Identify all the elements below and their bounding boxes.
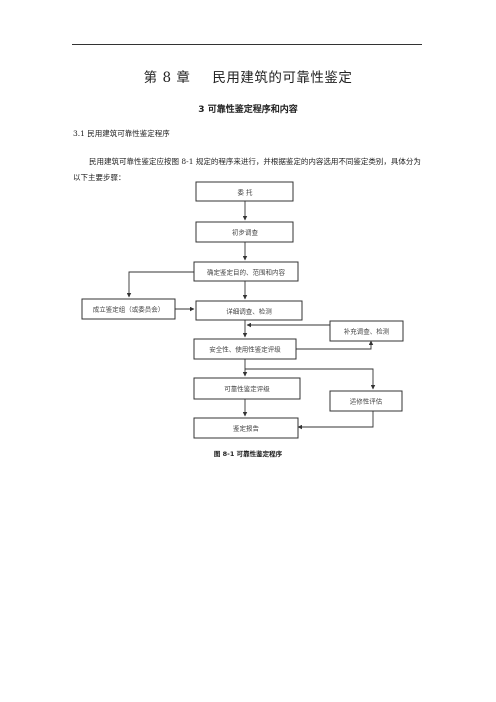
node-commission: 委 托 <box>195 181 294 202</box>
subsection-title: 3.1 民用建筑可靠性鉴定程序 <box>73 129 170 138</box>
flowchart-edges <box>126 201 376 430</box>
edge-adaptability-to-report <box>297 411 374 430</box>
node-safety-usability-rating: 安全性、使用性鉴定评级 <box>193 338 297 360</box>
node-preliminary-survey: 初步调查 <box>195 221 294 243</box>
node-reliability-rating: 可靠性鉴定评级 <box>193 377 301 400</box>
chapter-number: 第 8 章 <box>143 70 191 86</box>
node-adaptability-assessment-label: 适修性评估 <box>350 397 383 406</box>
node-detailed-survey: 详细调查、检测 <box>195 300 303 321</box>
node-form-team: 成立鉴定组（或委员会） <box>81 298 176 320</box>
node-preliminary-survey-label: 初步调查 <box>232 228 259 237</box>
figure-caption: 图 8-1 可靠性鉴定程序 <box>213 450 283 458</box>
chapter-title: 民用建筑的可靠性鉴定 <box>212 70 353 86</box>
section-title: 3 可靠性鉴定程序和内容 <box>198 105 298 115</box>
node-report-label: 鉴定报告 <box>233 424 260 433</box>
body-paragraph: 民用建筑可靠性鉴定应按图 8-1 规定的程序来进行，并根据鉴定的内容选用不同鉴定… <box>73 157 421 182</box>
node-reliability-rating-label: 可靠性鉴定评级 <box>224 384 270 393</box>
edge-safety-to-adaptability <box>245 368 376 390</box>
node-determine-purpose-label: 确定鉴定目的、范围和内容 <box>207 268 286 277</box>
edge-purpose-to-team <box>126 271 194 298</box>
node-detailed-survey-label: 详细调查、检测 <box>226 307 272 316</box>
node-supplementary-survey-label: 补充调查、检测 <box>344 327 390 336</box>
node-supplementary-survey: 补充调查、检测 <box>329 320 404 342</box>
node-safety-usability-rating-label: 安全性、使用性鉴定评级 <box>209 345 281 354</box>
header-rule <box>72 44 422 45</box>
node-determine-purpose: 确定鉴定目的、范围和内容 <box>193 261 299 282</box>
chapter-heading: 第 8 章 民用建筑的可靠性鉴定 <box>0 66 496 86</box>
node-form-team-label: 成立鉴定组（或委员会） <box>93 305 165 314</box>
edge-safety-to-supplementary <box>296 340 374 350</box>
node-adaptability-assessment: 适修性评估 <box>329 390 403 412</box>
node-report: 鉴定报告 <box>193 417 299 439</box>
node-commission-label: 委 托 <box>237 188 253 197</box>
